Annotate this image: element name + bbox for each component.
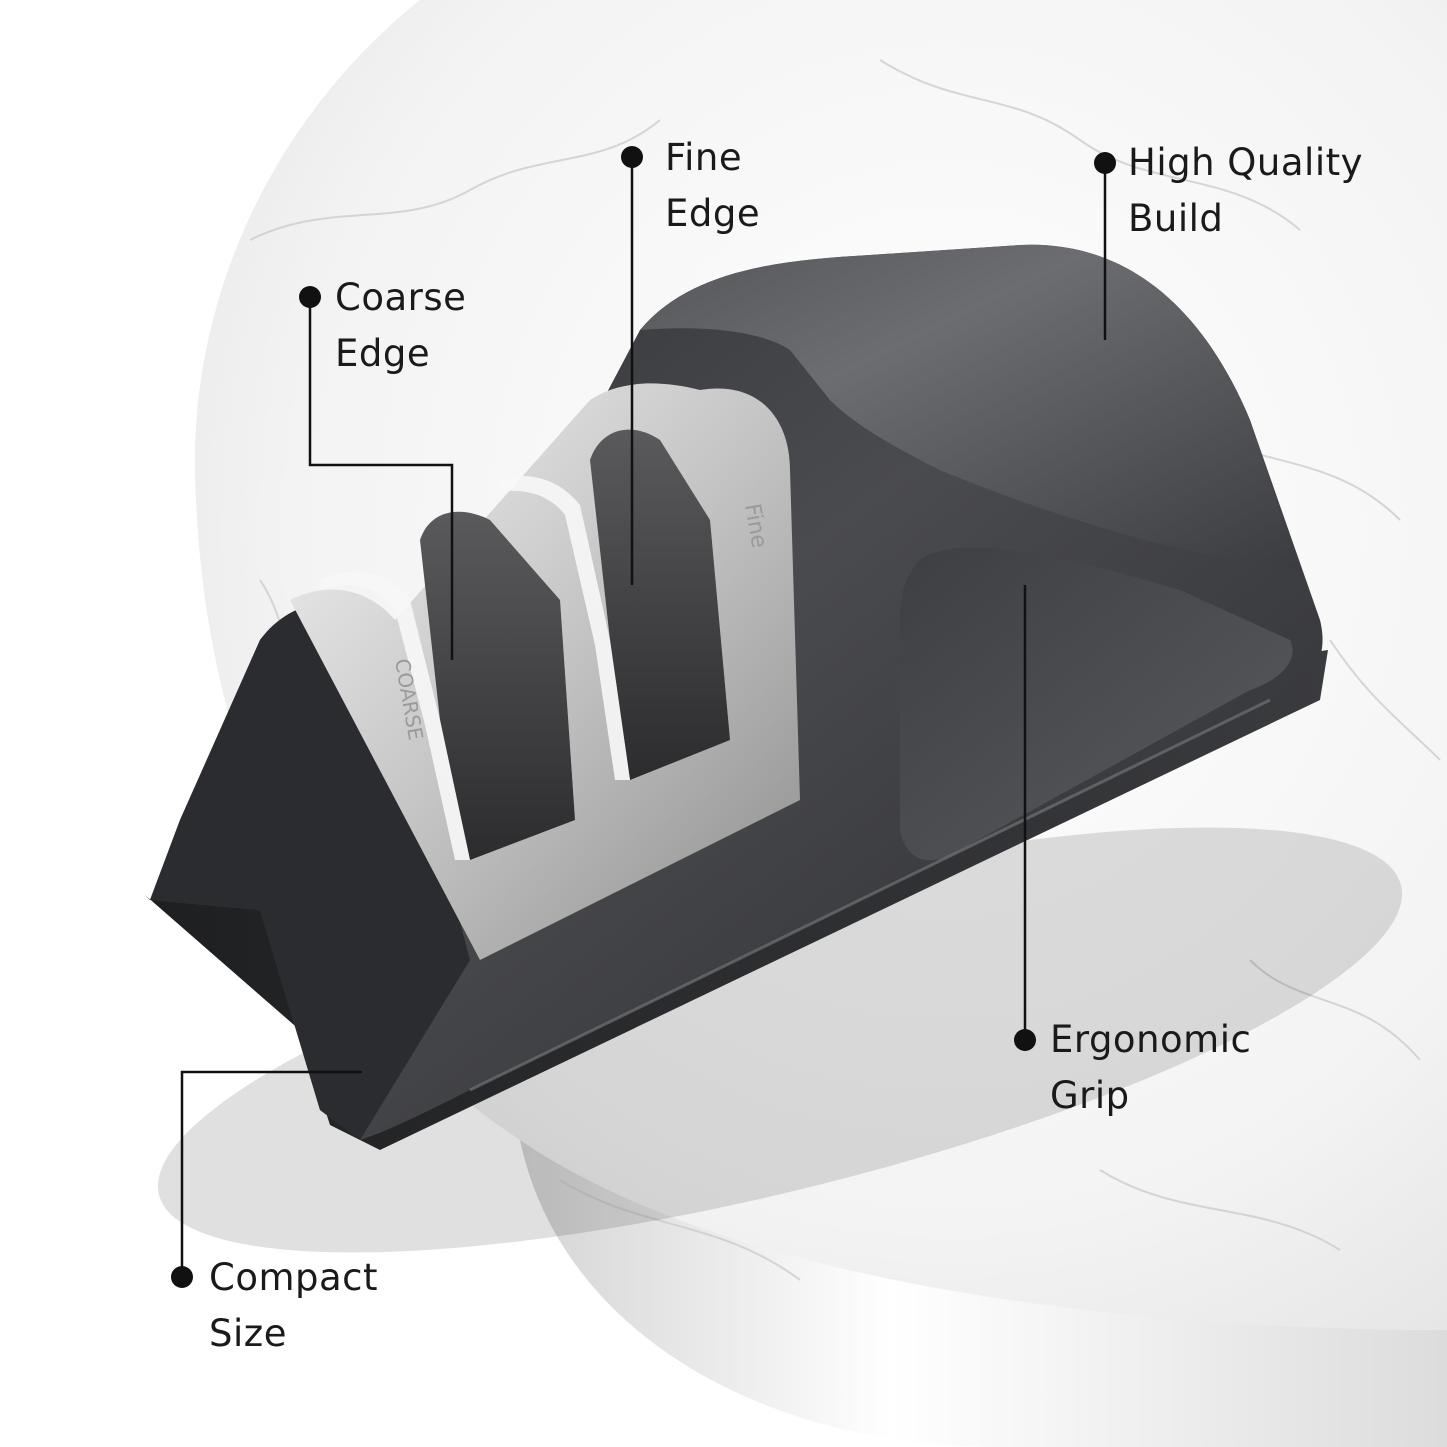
callout-high-quality-build: High Quality Build (1128, 135, 1363, 247)
ergonomic-grip-dot (1014, 1029, 1036, 1051)
callout-fine-edge-line1: Fine (665, 136, 743, 179)
coarse-edge-dot (299, 286, 321, 308)
grip-recess (900, 547, 1293, 861)
product-shadow (157, 827, 1403, 1253)
upper-shell (640, 244, 1300, 571)
body-edge-highlight (469, 698, 1271, 1092)
fine-edge-dot (621, 146, 643, 168)
compact-size-dot (171, 1266, 193, 1288)
callout-compact-size-line1: Compact (209, 1256, 379, 1299)
fine-slot-opening (590, 429, 730, 780)
callout-fine-edge-line2: Edge (665, 192, 761, 235)
coarse-slot-rim (320, 571, 470, 860)
coarse-slot-opening (420, 511, 575, 860)
callout-ergonomic-grip-line2: Grip (1050, 1074, 1130, 1117)
callout-high-quality-build-line2: Build (1128, 197, 1224, 240)
callout-fine-edge: Fine Edge (665, 130, 760, 242)
callout-coarse-edge-line1: Coarse (335, 276, 467, 319)
fine-slot (500, 429, 730, 780)
callout-compact-size-line2: Size (209, 1312, 287, 1355)
high-quality-build-dot (1094, 152, 1116, 174)
knife-sharpener: COARSE Fine (145, 244, 1328, 1150)
callout-coarse-edge: Coarse Edge (335, 270, 466, 382)
compact-size-leader (180, 1070, 362, 1277)
callout-compact-size: Compact Size (209, 1250, 378, 1362)
callout-ergonomic-grip-line1: Ergonomic (1050, 1018, 1252, 1061)
callout-ergonomic-grip: Ergonomic Grip (1050, 1012, 1251, 1124)
callout-lines (180, 157, 1107, 1277)
coarse-edge-leader (308, 297, 454, 660)
callout-coarse-edge-line2: Edge (335, 332, 431, 375)
callout-high-quality-build-line1: High Quality (1128, 141, 1364, 184)
coarse-slot (320, 511, 575, 860)
callout-dots (171, 146, 1116, 1288)
fine-slot-rim (500, 476, 630, 780)
